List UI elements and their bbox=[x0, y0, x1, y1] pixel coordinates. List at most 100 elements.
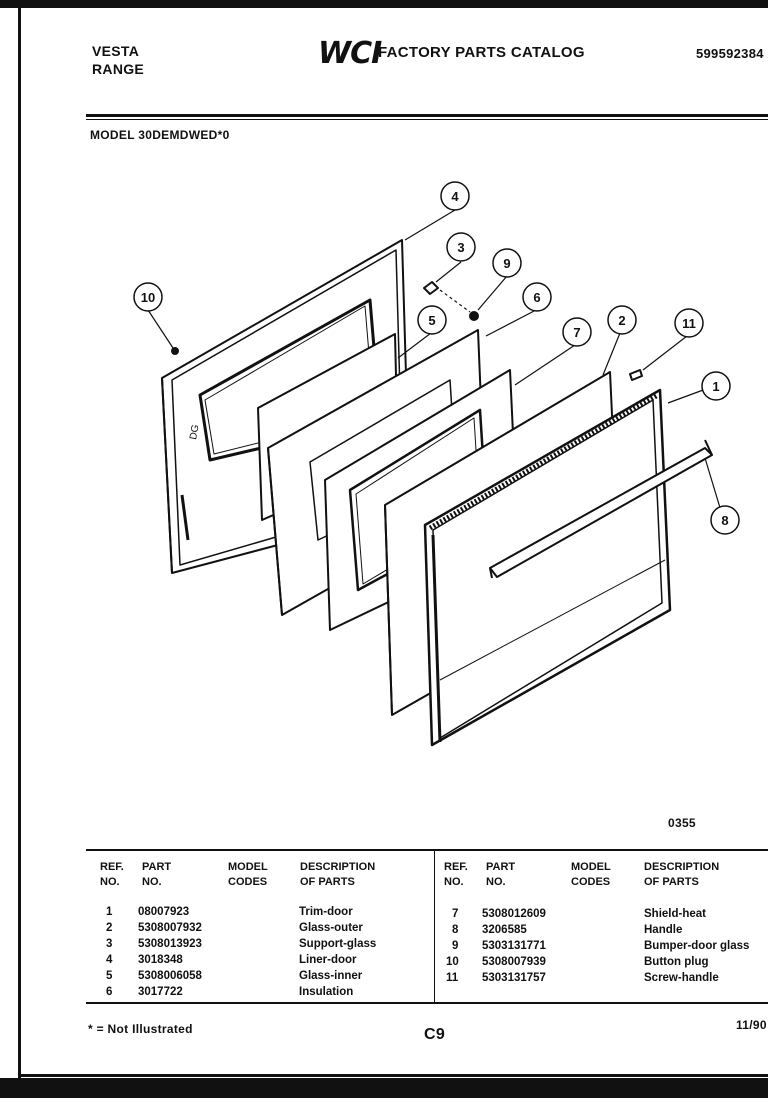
callout-11: 11 bbox=[674, 308, 704, 338]
brand-line-2: RANGE bbox=[92, 61, 145, 77]
header-model-line1: MODEL bbox=[571, 861, 611, 873]
svg-text:9: 9 bbox=[503, 256, 510, 271]
svg-text:1: 1 bbox=[712, 379, 719, 394]
svg-text:4: 4 bbox=[451, 189, 459, 204]
svg-text:11: 11 bbox=[682, 316, 696, 331]
header-rule-thin bbox=[86, 119, 768, 120]
table-top-rule bbox=[86, 849, 768, 851]
header-model-line2: CODES bbox=[228, 876, 268, 888]
table-column-divider bbox=[434, 849, 435, 1002]
exploded-door-diagram: DG bbox=[133, 181, 740, 747]
part-no: 5308007939 bbox=[482, 956, 546, 968]
ref-no: 2 bbox=[106, 922, 113, 934]
part-no: 08007923 bbox=[138, 906, 190, 918]
header-part-line2: NO. bbox=[142, 876, 162, 888]
header-model-line2: CODES bbox=[571, 876, 611, 888]
ref-no: 10 bbox=[446, 956, 459, 968]
header-desc-line1: DESCRIPTION bbox=[644, 861, 720, 873]
part-no: 3018348 bbox=[138, 954, 183, 966]
part-bumper-door-glass bbox=[469, 311, 479, 321]
header-part-no-right: PART NO. bbox=[486, 860, 515, 890]
part-desc: Handle bbox=[644, 924, 683, 936]
brand-line-1: VESTA bbox=[92, 43, 140, 59]
header-ref-line1: REF. bbox=[100, 861, 124, 873]
ref-no: 4 bbox=[106, 954, 113, 966]
svg-text:5: 5 bbox=[428, 313, 435, 328]
part-desc: Glass-inner bbox=[299, 970, 363, 982]
part-desc: Liner-door bbox=[299, 954, 357, 966]
part-no: 5308013923 bbox=[138, 938, 202, 950]
bottom-page-border bbox=[18, 1074, 768, 1077]
model-number: MODEL 30DEMDWED*0 bbox=[90, 128, 230, 142]
svg-text:2: 2 bbox=[618, 313, 625, 328]
ref-no: 11 bbox=[446, 972, 459, 984]
catalog-number: 599592384 bbox=[696, 46, 764, 61]
table-row: 1 bbox=[106, 904, 112, 920]
callout-7: 7 bbox=[562, 317, 592, 347]
callout-3: 3 bbox=[446, 232, 476, 262]
header-description-right: DESCRIPTION OF PARTS bbox=[644, 860, 719, 890]
part-handle bbox=[489, 439, 713, 579]
part-desc: Trim-door bbox=[299, 906, 353, 918]
part-trim-door bbox=[423, 388, 672, 747]
header-desc-line2: OF PARTS bbox=[644, 876, 699, 888]
callout-6: 6 bbox=[522, 282, 552, 312]
part-no: 5303131771 bbox=[482, 940, 546, 952]
header-part-line2: NO. bbox=[486, 876, 506, 888]
part-no: 5303131757 bbox=[482, 972, 546, 984]
part-desc: Bumper-door glass bbox=[644, 940, 750, 952]
header-desc-line1: DESCRIPTION bbox=[300, 861, 376, 873]
part-button-plug bbox=[171, 347, 179, 355]
left-page-border bbox=[18, 8, 21, 1078]
ref-no: 7 bbox=[452, 908, 459, 920]
top-scan-edge bbox=[0, 0, 768, 8]
part-desc: Insulation bbox=[299, 986, 354, 998]
part-desc: Shield-heat bbox=[644, 908, 706, 920]
part-no: 5308012609 bbox=[482, 908, 546, 920]
ref-no: 1 bbox=[106, 906, 113, 918]
header-part-no: PART NO. bbox=[142, 860, 171, 890]
callout-8: 8 bbox=[710, 505, 740, 535]
callout-5: 5 bbox=[417, 305, 447, 335]
catalog-title: FACTORY PARTS CATALOG bbox=[378, 44, 585, 61]
svg-text:DG: DG bbox=[188, 424, 201, 441]
callout-10: 10 bbox=[133, 282, 163, 312]
header-description: DESCRIPTION OF PARTS bbox=[300, 860, 375, 890]
part-support-glass bbox=[423, 281, 439, 295]
page-date: 11/90 bbox=[736, 1018, 767, 1032]
header-model-codes: MODEL CODES bbox=[228, 860, 268, 890]
svg-text:3: 3 bbox=[457, 240, 464, 255]
part-no: 5308006058 bbox=[138, 970, 202, 982]
ref-no: 5 bbox=[106, 970, 113, 982]
part-desc: Screw-handle bbox=[644, 972, 719, 984]
part-screw-handle bbox=[629, 369, 643, 381]
svg-text:8: 8 bbox=[721, 513, 728, 528]
header-ref-no: REF. NO. bbox=[100, 860, 124, 890]
page-code: C9 bbox=[424, 1026, 446, 1043]
header-ref-line2: NO. bbox=[100, 876, 120, 888]
part-desc: Support-glass bbox=[299, 938, 377, 950]
callout-1: 1 bbox=[701, 371, 731, 401]
header-model-line1: MODEL bbox=[228, 861, 268, 873]
callout-2: 2 bbox=[607, 305, 637, 335]
ref-no: 9 bbox=[452, 940, 459, 952]
callout-4: 4 bbox=[440, 181, 470, 211]
ref-no: 3 bbox=[106, 938, 113, 950]
wci-logo: WCI bbox=[318, 36, 382, 71]
part-desc: Glass-outer bbox=[299, 922, 363, 934]
header-rule bbox=[86, 114, 768, 117]
header-ref-line1: REF. bbox=[444, 861, 468, 873]
part-no: 3017722 bbox=[138, 986, 183, 998]
table-bottom-rule bbox=[86, 1002, 768, 1004]
svg-text:10: 10 bbox=[141, 290, 155, 305]
part-no: 3206585 bbox=[482, 924, 527, 936]
ref-no: 6 bbox=[106, 986, 113, 998]
footnote-not-illustrated: * = Not Illustrated bbox=[88, 1022, 193, 1036]
header-ref-no-right: REF. NO. bbox=[444, 860, 468, 890]
brand-name: VESTA RANGE bbox=[92, 42, 144, 78]
header-ref-line2: NO. bbox=[444, 876, 464, 888]
callout-9: 9 bbox=[492, 248, 522, 278]
part-desc: Button plug bbox=[644, 956, 709, 968]
part-no: 5308007932 bbox=[138, 922, 202, 934]
